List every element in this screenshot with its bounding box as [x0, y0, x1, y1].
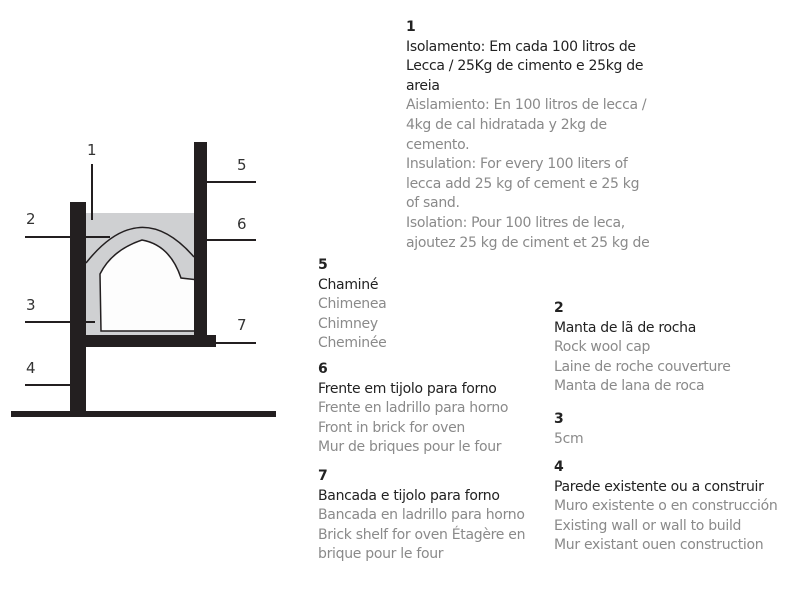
legend-fr: Manta de lana de roca: [554, 378, 705, 395]
legend-item-1: 1 Isolamento: Em cada 100 litros de Lecc…: [406, 18, 656, 253]
label-4: 4: [26, 359, 36, 377]
brick-shelf: [86, 335, 216, 347]
legend-en: Insulation: For every 100 liters of lecc…: [406, 156, 640, 212]
legend-number: 2: [554, 300, 564, 316]
label-7: 7: [237, 316, 247, 334]
label-6: 6: [237, 215, 247, 233]
legend-primary: Bancada e tijolo para forno: [318, 487, 500, 504]
legend-primary: Isolamento: Em cada 100 litros de Lecca …: [406, 38, 644, 94]
legend-item-3: 3 5cm: [554, 410, 794, 449]
label-5: 5: [237, 156, 247, 174]
legend-number: 7: [318, 468, 328, 484]
label-2: 2: [26, 210, 36, 228]
ground-line: [11, 411, 276, 417]
label-3: 3: [26, 296, 36, 314]
legend-primary: Manta de lã de rocha: [554, 319, 697, 336]
legend-primary: Chaminé: [318, 276, 379, 293]
rock-wool-arch: [86, 227, 196, 337]
legend-en: Front in brick for oven: [318, 419, 465, 436]
legend-item-6: 6 Frente em tijolo para forno Frente en …: [318, 360, 538, 458]
legend-primary: 5cm: [554, 430, 584, 447]
legend-number: 5: [318, 257, 328, 273]
legend-item-4: 4 Parede existente ou a construir Muro e…: [554, 458, 799, 556]
legend-fr: Cheminée: [318, 335, 387, 352]
legend-en: Chimney: [318, 315, 378, 332]
legend-es: Chimenea: [318, 296, 387, 313]
legend-es: Aislamiento: En 100 litros de lecca / 4k…: [406, 97, 647, 153]
legend-item-7: 7 Bancada e tijolo para forno Bancada en…: [318, 467, 533, 565]
legend-en: Existing wall or wall to build: [554, 517, 742, 534]
legend-en: Brick shelf for oven Étagère en brique p…: [318, 526, 526, 563]
label-1: 1: [87, 141, 97, 159]
oven-chamber: [99, 239, 200, 332]
legend-number: 4: [554, 459, 564, 475]
existing-wall: [70, 202, 86, 414]
leader-lines: [25, 164, 256, 386]
legend-es: Rock wool cap: [554, 339, 651, 356]
legend-es: Bancada en ladrillo para horno: [318, 507, 525, 524]
legend-fr: Mur existant ouen construction: [554, 537, 764, 554]
arch-outer-line: [85, 226, 195, 264]
legend-fr: Isolation: Pour 100 litres de leca, ajou…: [406, 214, 650, 251]
legend-number: 3: [554, 411, 564, 427]
legend-item-2: 2 Manta de lã de rocha Rock wool cap Lai…: [554, 299, 794, 397]
legend-es: Frente en ladrillo para horno: [318, 400, 509, 417]
chimney-front-wall: [194, 142, 207, 338]
legend-fr: Mur de briques pour le four: [318, 439, 502, 456]
legend-en: Laine de roche couverture: [554, 358, 731, 375]
legend-number: 6: [318, 361, 328, 377]
legend-primary: Frente em tijolo para forno: [318, 380, 497, 397]
legend-es: Muro existente o en construcción: [554, 498, 778, 515]
legend-primary: Parede existente ou a construir: [554, 478, 764, 495]
legend-number: 1: [406, 19, 416, 35]
legend-item-5: 5 Chaminé Chimenea Chimney Cheminée: [318, 256, 538, 354]
